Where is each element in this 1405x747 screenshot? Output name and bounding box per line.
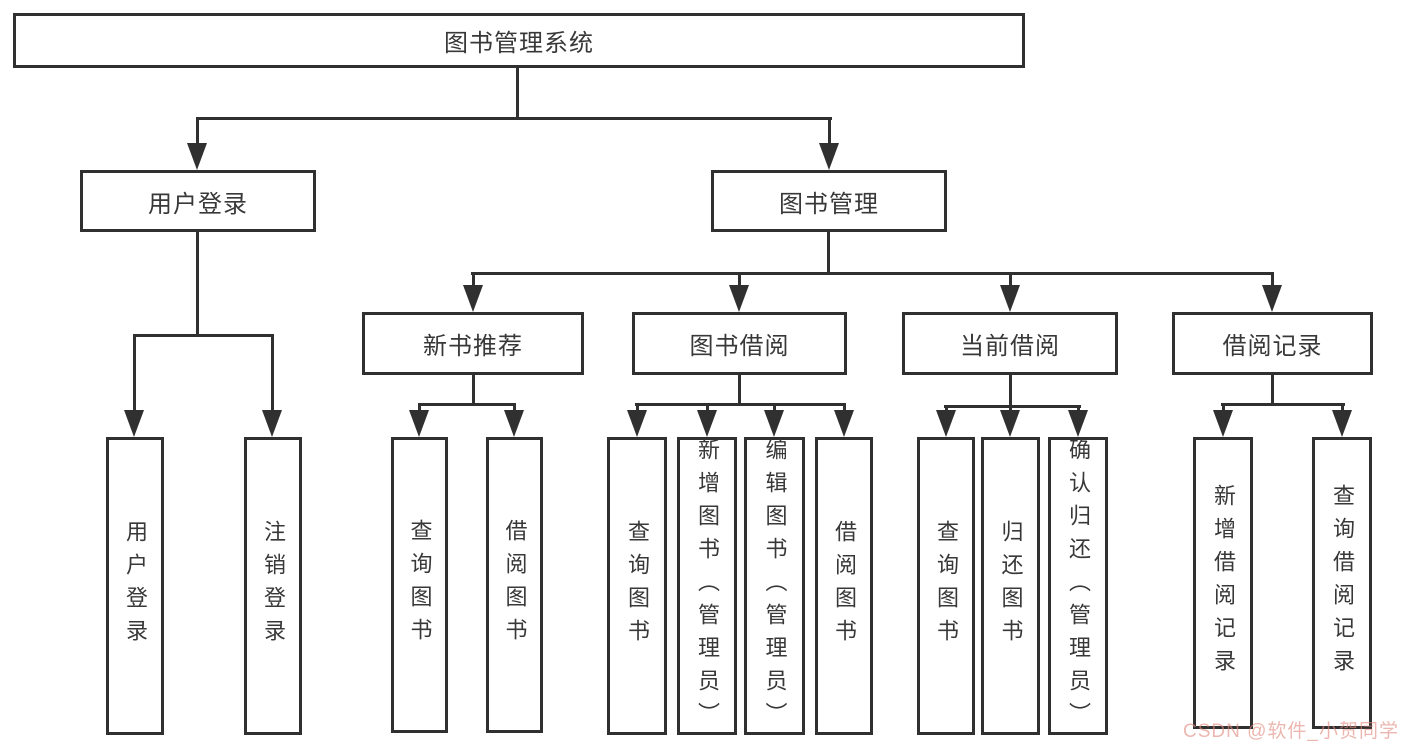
- leaf-query-books-3: 查询图书: [917, 437, 975, 735]
- arrow-down-icon: [409, 410, 429, 437]
- connector-line: [196, 117, 832, 120]
- leaf-query-books-1-label: 查询图书: [407, 519, 433, 651]
- arrow-down-icon: [1000, 410, 1020, 437]
- connector-line: [1222, 403, 1225, 413]
- arrow-down-icon: [504, 410, 524, 437]
- node-current-borrow-label: 当前借阅: [960, 333, 1060, 360]
- leaf-user-login-label: 用户登录: [123, 520, 148, 652]
- arrow-down-icon: [463, 285, 483, 312]
- arrow-down-icon: [124, 410, 144, 437]
- connector-line: [516, 66, 519, 120]
- node-book-borrow: 图书借阅: [632, 312, 847, 375]
- connector-line: [636, 403, 639, 413]
- connector-line: [1341, 403, 1344, 413]
- connector-line: [196, 117, 199, 147]
- connector-line: [471, 272, 1274, 275]
- node-new-book-recommend: 新书推荐: [362, 312, 584, 375]
- leaf-query-books-1: 查询图书: [391, 437, 448, 733]
- leaf-edit-book-admin-label: 编辑图书（管理员）: [762, 437, 788, 735]
- leaf-add-book-admin-label: 新增图书（管理员）: [695, 437, 720, 735]
- connector-line: [418, 403, 516, 406]
- leaf-query-books-2-label: 查询图书: [625, 520, 650, 652]
- node-book-management: 图书管理: [711, 170, 947, 232]
- leaf-return-book: 归还图书: [981, 437, 1040, 735]
- node-book-management-label: 图书管理: [779, 190, 879, 218]
- connector-line: [738, 272, 741, 288]
- csdn-watermark: CSDN @软件_小贺同学: [1183, 721, 1399, 742]
- connector-line: [635, 403, 846, 406]
- connector-line: [1271, 375, 1274, 406]
- connector-line: [1077, 405, 1080, 413]
- node-current-borrow: 当前借阅: [902, 312, 1118, 375]
- node-new-book-recommend-label: 新书推荐: [423, 333, 523, 360]
- leaf-borrow-books-2: 借阅图书: [815, 437, 873, 735]
- connector-line: [1221, 403, 1345, 406]
- connector-line: [472, 375, 475, 406]
- arrow-down-icon: [1068, 410, 1088, 437]
- leaf-query-books-2: 查询图书: [607, 437, 667, 735]
- leaf-edit-book-admin: 编辑图书（管理员）: [744, 437, 805, 735]
- connector-line: [944, 405, 1081, 408]
- leaf-logout-label: 注销登录: [261, 520, 286, 652]
- arrow-down-icon: [764, 410, 784, 437]
- connector-line: [1009, 375, 1012, 408]
- leaf-confirm-return-admin: 确认归还（管理员）: [1048, 437, 1108, 735]
- arrow-down-icon: [819, 143, 839, 170]
- connector-line: [773, 403, 776, 413]
- connector-line: [1009, 405, 1012, 413]
- arrow-down-icon: [729, 285, 749, 312]
- connector-line: [738, 375, 741, 406]
- arrow-down-icon: [1332, 410, 1352, 437]
- node-user-login: 用户登录: [80, 170, 316, 232]
- arrow-down-icon: [936, 410, 956, 437]
- node-root: 图书管理系统: [13, 13, 1025, 68]
- connector-line: [1271, 272, 1274, 288]
- node-root-label: 图书管理系统: [444, 30, 594, 57]
- arrow-down-icon: [1213, 410, 1233, 437]
- leaf-add-book-admin: 新增图书（管理员）: [677, 437, 737, 735]
- arrow-down-icon: [1000, 285, 1020, 312]
- node-user-login-label: 用户登录: [148, 190, 248, 218]
- connector-line: [196, 232, 199, 336]
- connector-line: [472, 272, 475, 288]
- arrow-down-icon: [187, 143, 207, 170]
- node-book-borrow-label: 图书借阅: [689, 333, 790, 360]
- arrow-down-icon: [697, 410, 717, 437]
- connector-line: [827, 232, 830, 275]
- leaf-add-borrow-record-label: 新增借阅记录: [1211, 484, 1236, 682]
- leaf-borrow-books-1-label: 借阅图书: [502, 519, 528, 651]
- connector-line: [843, 403, 846, 413]
- leaf-user-login: 用户登录: [106, 437, 164, 735]
- leaf-logout: 注销登录: [244, 437, 302, 735]
- arrow-down-icon: [627, 410, 647, 437]
- leaf-query-borrow-record-label: 查询借阅记录: [1330, 484, 1355, 682]
- arrow-down-icon: [834, 410, 854, 437]
- connector-line: [133, 334, 274, 337]
- connector-line: [271, 334, 274, 412]
- leaf-borrow-books-1: 借阅图书: [486, 437, 543, 733]
- connector-line: [945, 405, 948, 413]
- connector-line: [706, 403, 709, 413]
- connector-line: [418, 403, 421, 413]
- connector-line: [828, 117, 831, 147]
- leaf-confirm-return-admin-label: 确认归还（管理员）: [1066, 437, 1091, 735]
- leaf-query-books-3-label: 查询图书: [934, 520, 959, 652]
- node-borrow-records-label: 借阅记录: [1222, 333, 1323, 360]
- connector-line: [133, 334, 136, 412]
- node-borrow-records: 借阅记录: [1172, 312, 1373, 375]
- arrow-down-icon: [262, 410, 282, 437]
- arrow-down-icon: [1262, 285, 1282, 312]
- connector-line: [513, 403, 516, 413]
- leaf-borrow-books-2-label: 借阅图书: [832, 520, 857, 652]
- leaf-return-book-label: 归还图书: [998, 520, 1024, 652]
- leaf-query-borrow-record: 查询借阅记录: [1312, 437, 1372, 729]
- leaf-add-borrow-record: 新增借阅记录: [1193, 437, 1253, 729]
- connector-line: [1009, 272, 1012, 288]
